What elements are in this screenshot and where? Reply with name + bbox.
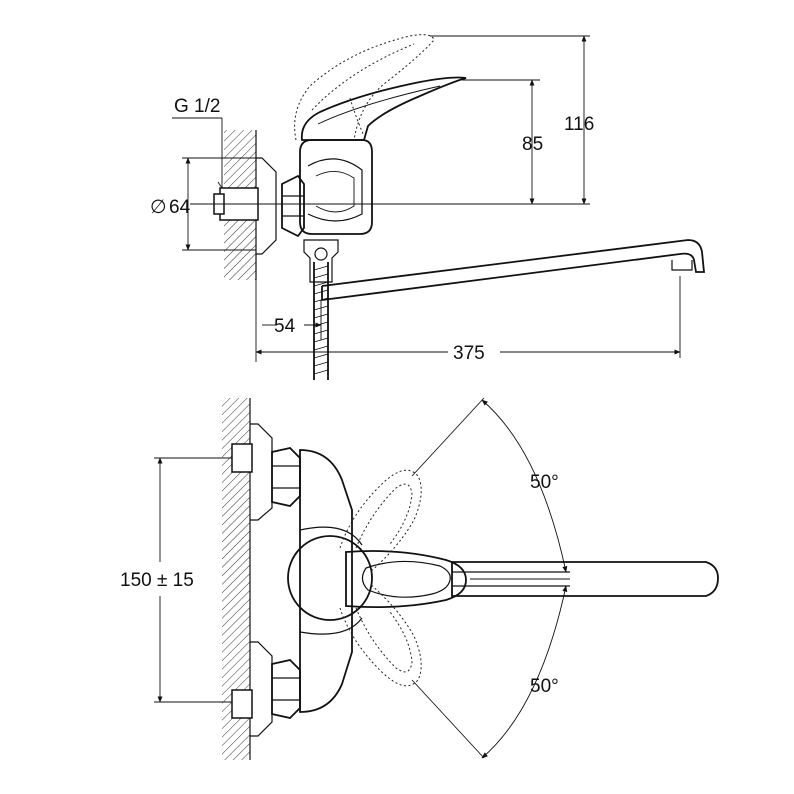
angle-lower-label: 50° [530, 676, 559, 697]
length-dimension: 375 [255, 276, 681, 364]
spacing-label: 150 ± 15 [120, 570, 194, 591]
top-mixer-body [299, 449, 353, 713]
top-spout [451, 561, 719, 597]
diameter-symbol: ∅ [150, 197, 167, 218]
offset-dimension: 54 [255, 280, 322, 362]
diameter-dimension: ∅ 64 [150, 157, 256, 251]
thread-label: G 1/2 [174, 96, 220, 117]
total-height-dimension: 116 [430, 35, 594, 205]
side-mixer-body [299, 139, 373, 235]
side-spout [321, 239, 705, 302]
thread-dimension: G 1/2 [172, 96, 223, 189]
angle-upper-label: 50° [530, 472, 559, 493]
spacing-dimension: 150 ± 15 [120, 457, 232, 703]
lever-height-label: 85 [522, 134, 543, 155]
top-view: 50° 50° 150 ± 15 [120, 397, 719, 760]
side-view: G 1/2 ∅ 64 85 116 [150, 34, 705, 380]
total-height-label: 116 [564, 114, 594, 135]
offset-label: 54 [274, 316, 296, 337]
side-lever-raised [294, 34, 435, 141]
lever-height-dimension: 85 [462, 79, 543, 205]
angle-arc-lower [481, 585, 568, 759]
top-lever [287, 535, 467, 621]
length-label: 375 [453, 343, 485, 364]
side-lever [300, 76, 467, 141]
angle-arc-upper [481, 399, 568, 573]
diameter-value: 64 [169, 197, 191, 218]
